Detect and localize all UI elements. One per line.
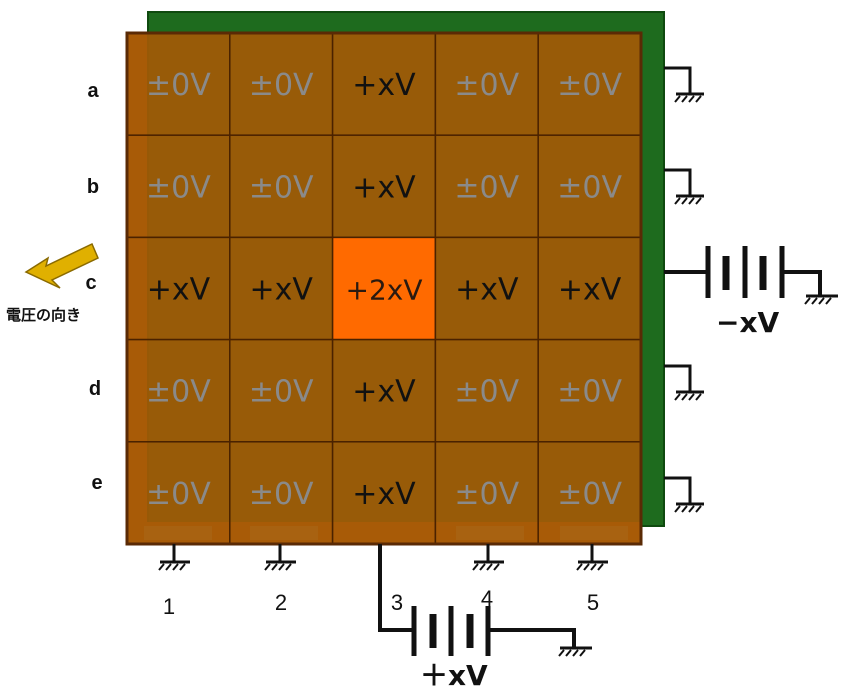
zero-voltage-label: ±0V [146,477,211,512]
row-label-e: e [91,472,103,494]
zero-voltage-label: ±0V [146,68,211,103]
voltage-label: +xV [352,68,416,103]
grid-cell [537,134,642,239]
grid-cell [126,236,231,341]
grid-cell [229,236,334,341]
grid-cell [331,32,437,136]
voltage-label: +2xV [346,274,423,307]
grid-cell [229,338,334,443]
grid-cell [126,134,231,239]
zero-voltage-label: ±0V [146,170,211,205]
ground-symbol-row-e [664,476,704,513]
zero-voltage-label: ±0V [557,477,622,512]
grid-frame [125,31,643,546]
zero-voltage-label: ±0V [454,375,519,410]
voltage-direction-caption: 電圧の向き [6,306,82,324]
column-label-4: 4 [480,586,494,611]
zero-voltage-label: ±0V [557,375,622,410]
column-label-2: 2 [274,590,288,615]
zero-voltage-label: ±0V [454,68,519,103]
ground-symbol-row-d [664,364,704,401]
voltage-label: +xV [455,273,519,308]
ground-symbol-row-b [664,168,704,205]
battery-right-label: −xV [716,306,780,339]
voltage-label: +xV [147,273,211,308]
grid-cell [434,441,539,545]
zero-voltage-label: ±0V [557,170,622,205]
zero-voltage-label: ±0V [454,170,519,205]
ground-symbol-col-5 [576,544,608,571]
grid-cell [434,32,539,136]
battery-bottom [378,544,592,657]
voltage-direction-arrow [24,242,99,289]
voltage-label: +xV [352,477,416,512]
voltage-label: +xV [249,273,313,308]
grid-cell [229,134,334,239]
column-label-3: 3 [390,590,404,615]
zero-voltage-label: ±0V [249,68,314,103]
voltage-label: +xV [352,170,416,205]
grid-cell [331,338,437,443]
row-label-a: a [87,80,99,102]
voltage-label: +xV [352,375,416,410]
grid-cell [331,441,437,545]
grid-cell [434,134,539,239]
zero-voltage-label: ±0V [249,477,314,512]
column-label-5: 5 [586,590,600,615]
grid-cell [331,134,437,239]
ground-symbol-row-a [664,66,704,103]
ground-symbol-col-4 [472,544,504,571]
grid-cell [537,338,642,443]
grid-cell [537,32,642,136]
column-label-1: 1 [162,594,176,619]
grid-cell [331,236,437,341]
ground-symbol-col-2 [264,544,296,571]
voltage-label: +xV [558,273,622,308]
zero-voltage-label: ±0V [557,68,622,103]
battery-right [664,246,838,305]
zero-voltage-label: ±0V [454,477,519,512]
row-label-b: b [86,176,100,198]
grid-cell [434,338,539,443]
grid-cell [537,236,642,341]
ground-symbol-col-1 [158,544,190,571]
zero-voltage-label: ±0V [249,170,314,205]
grid-cell [434,236,539,341]
battery-bottom-label: ＋xV [420,659,488,692]
row-label-d: d [88,378,102,400]
zero-voltage-label: ±0V [249,375,314,410]
row-label-c: c [85,272,97,294]
zero-voltage-label: ±0V [146,375,211,410]
